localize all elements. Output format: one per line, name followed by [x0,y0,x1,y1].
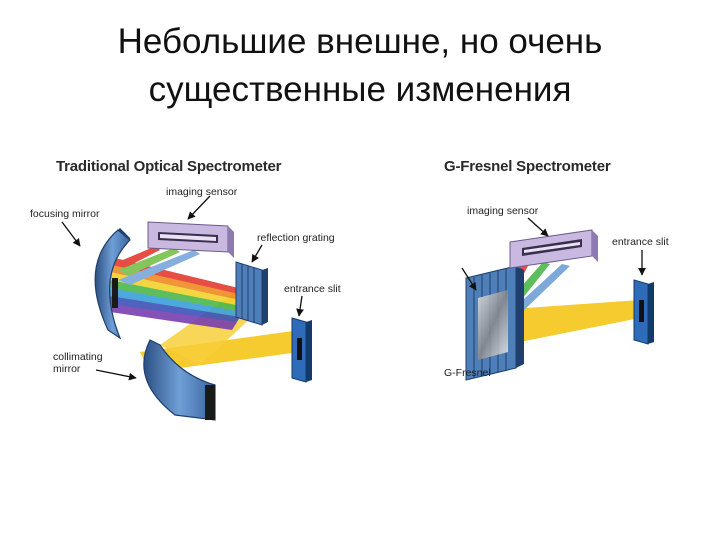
focusing-mirror [94,229,131,340]
traditional-dispersed-spectrum [110,246,255,330]
label-collimating-mirror: collimating mirror [53,351,103,375]
label-g-fresnel: G-Fresnel [444,367,491,379]
label-imaging-sensor-traditional: imaging sensor [166,186,238,198]
traditional-spectrometer [61,195,312,421]
label-reflection-grating: reflection grating [257,232,335,244]
gfresnel-entrance-slit [633,279,654,345]
slide-title-line-2: существенные изменения [148,70,572,109]
g-fresnel-element [465,265,524,381]
traditional-spectrometer-title: Traditional Optical Spectrometer [56,158,282,175]
gfresnel-imaging-sensor [509,229,598,269]
label-collimating-mirror-line-2: mirror [53,363,81,375]
traditional-entrance-slit [291,317,312,383]
label-collimating-mirror-line-1: collimating [53,351,103,363]
label-focusing-mirror: focusing mirror [30,208,100,220]
traditional-imaging-sensor [147,221,234,258]
slide-title-line-1: Небольшие внешне, но очень [117,22,603,61]
gfresnel-input-beam [498,300,640,345]
label-imaging-sensor-gfresnel: imaging sensor [467,205,539,217]
label-entrance-slit-gfresnel: entrance slit [612,236,669,248]
gfresnel-spectrometer-title: G-Fresnel Spectrometer [444,158,611,175]
slide-title: Небольшие внешне, но очень существенные … [0,18,720,114]
traditional-input-beam [140,330,300,372]
gfresnel-spectrometer [461,217,654,381]
reflection-grating [235,261,268,326]
label-entrance-slit-traditional: entrance slit [284,283,341,295]
